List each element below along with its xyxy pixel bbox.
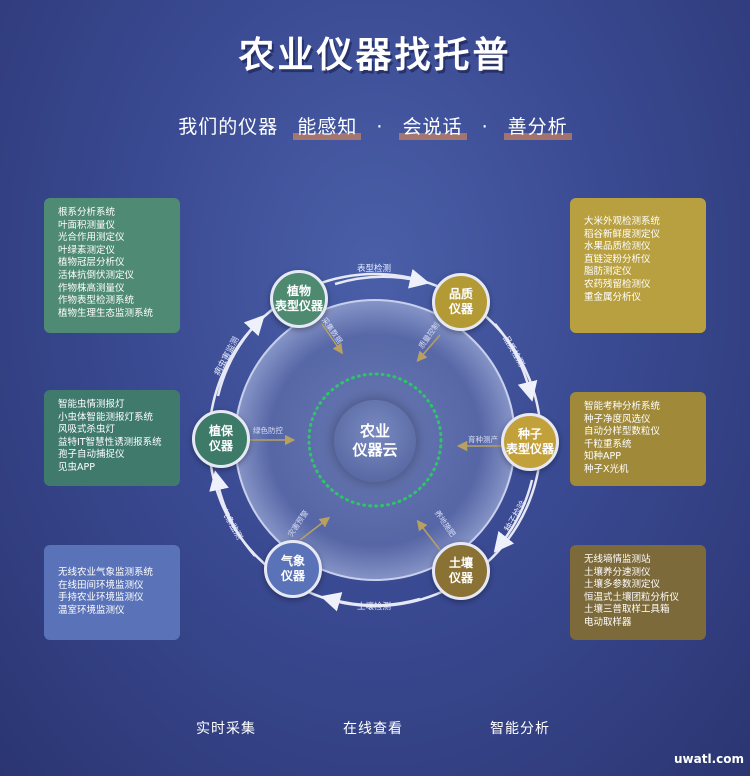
arrow-top (334, 269, 430, 289)
arrow-right-top (494, 323, 538, 402)
subtitle-talk: 会说话 (398, 116, 467, 140)
node-line: 气象 (280, 554, 305, 568)
list-item: 见虫APP (58, 461, 95, 473)
list-item: 千粒重系统 (584, 438, 632, 450)
ring-label-top: 表型检测 (357, 264, 392, 274)
subtitle-analyze: 善分析 (503, 116, 572, 140)
list-item: 叶绿素测定仪 (58, 244, 116, 256)
node-line: 植物 (286, 284, 311, 298)
node-quality: 品质仪器 (432, 273, 490, 331)
node-seed-phenotype: 种子表型仪器 (501, 413, 559, 471)
protect-instrument-list: 智能虫情测报灯 小虫体智能测报灯系统 风吸式杀虫灯 益特IT智慧性诱测报系统 孢… (44, 390, 180, 486)
list-item: 知种APP (584, 451, 621, 463)
inner-label-c: 育种测产 (468, 435, 498, 444)
node-weather: 气象仪器 (264, 540, 322, 598)
list-item: 孢子自动捕捉仪 (58, 449, 125, 461)
subtitle-sense: 能感知 (293, 116, 362, 140)
subtitle: 我们的仪器 能感知 · 会说话 · 善分析 (0, 112, 750, 140)
center-line-1: 农业 (359, 422, 390, 440)
list-item: 电动取样器 (584, 616, 632, 628)
list-item: 根系分析系统 (58, 207, 116, 218)
list-item: 植物生理生态监测系统 (58, 307, 154, 319)
list-item: 直链淀粉分析仪 (584, 253, 651, 265)
list-item: 作物表型检测系统 (58, 295, 135, 307)
list-item: 智能考种分析系统 (584, 401, 661, 412)
ring-label-bottom: 土壤检测 (357, 602, 392, 612)
page-title: 农业仪器找托普 (238, 35, 512, 76)
center-line-2: 仪器云 (352, 441, 398, 459)
list-item: 农药残留检测仪 (584, 278, 651, 290)
node-line: 植保 (208, 424, 233, 438)
footer-realtime: 实时采集 (196, 721, 256, 737)
list-item: 恒温式土壤团粒分析仪 (584, 591, 680, 603)
list-item: 叶面积测量仪 (58, 219, 116, 231)
subtitle-dot-2: · (481, 116, 489, 138)
agri-instrument-cloud: 农业仪器云 (334, 400, 416, 482)
list-item: 稻谷新鲜度测定仪 (584, 228, 661, 240)
node-line: 仪器 (280, 569, 305, 583)
list-item: 土壤三普取样工具箱 (584, 604, 670, 616)
list-item: 重金属分析仪 (584, 291, 642, 303)
list-item: 在线田间环境监测仪 (58, 579, 144, 591)
weather-instrument-list: 无线农业气象监测系统 在线田间环境监测仪 手持农业环境监测仪 温室环境监测仪 (44, 545, 180, 640)
node-line: 表型仪器 (505, 442, 554, 456)
list-item: 智能虫情测报灯 (58, 399, 125, 410)
watermark: uwatl.com (674, 752, 744, 766)
node-line: 表型仪器 (274, 299, 323, 313)
list-item: 大米外观检测系统 (584, 216, 661, 227)
inner-arrow-b (416, 334, 441, 362)
node-line: 仪器 (448, 302, 473, 316)
arrow-left-top (216, 314, 265, 397)
soil-instrument-list: 无线墒情监测站 土壤养分速测仪 土壤多参数测定仪 恒温式土壤团粒分析仪 土壤三普… (570, 545, 706, 640)
arrow-left-bottom (209, 470, 256, 557)
footer-online: 在线查看 (343, 721, 403, 737)
inner-arrow-e (299, 516, 331, 541)
node-line: 种子 (517, 427, 542, 441)
footer-smart: 智能分析 (490, 721, 550, 737)
list-item: 无线农业气象监测系统 (58, 567, 154, 578)
node-plant-protection: 植保仪器 (192, 410, 250, 468)
arrow-right-bottom (493, 479, 534, 553)
list-item: 温室环境监测仪 (58, 604, 125, 616)
list-item: 脂肪测定仪 (584, 266, 632, 278)
list-item: 植物冠层分析仪 (58, 257, 125, 269)
list-item: 风吸式杀虫灯 (58, 424, 116, 436)
list-item: 益特IT智慧性诱测报系统 (58, 436, 162, 448)
arrow-bottom (320, 592, 421, 612)
list-item: 手持农业环境监测仪 (58, 592, 144, 604)
list-item: 自动分样型数粒仪 (584, 426, 661, 438)
list-item: 作物株高测量仪 (58, 282, 125, 294)
list-item: 种子X光机 (584, 463, 629, 475)
node-plant-phenotype: 植物表型仪器 (270, 270, 328, 328)
inner-label-f: 绿色防控 (253, 426, 283, 435)
plant-instrument-list: 根系分析系统 叶面积测量仪 光合作用测定仪 叶绿素测定仪 植物冠层分析仪 活体抗… (44, 198, 180, 333)
list-item: 光合作用测定仪 (58, 232, 125, 244)
seed-instrument-list: 智能考种分析系统 种子净度风选仪 自动分样型数粒仪 千粒重系统 知种APP 种子… (570, 392, 706, 486)
subtitle-dot-1: · (376, 116, 384, 138)
list-item: 种子净度风选仪 (584, 413, 651, 425)
inner-arrow-a (321, 323, 343, 355)
list-item: 活体抗倒伏测定仪 (58, 269, 135, 281)
node-line: 仪器 (448, 571, 473, 585)
list-item: 土壤多参数测定仪 (584, 579, 661, 591)
list-item: 无线墒情监测站 (584, 554, 651, 565)
list-item: 土壤养分速测仪 (584, 566, 651, 578)
node-line: 品质 (448, 287, 473, 301)
list-item: 小虫体智能测报灯系统 (58, 411, 154, 423)
inner-arrow-d (416, 519, 441, 551)
dotted-ring (307, 372, 443, 508)
subtitle-lead: 我们的仪器 (178, 116, 279, 138)
node-soil: 土壤仪器 (432, 542, 490, 600)
node-line: 土壤 (448, 556, 473, 570)
quality-instrument-list: 大米外观检测系统 稻谷新鲜度测定仪 水果品质检测仪 直链淀粉分析仪 脂肪测定仪 … (570, 198, 706, 333)
node-line: 仪器 (208, 439, 233, 453)
list-item: 水果品质检测仪 (584, 241, 651, 253)
